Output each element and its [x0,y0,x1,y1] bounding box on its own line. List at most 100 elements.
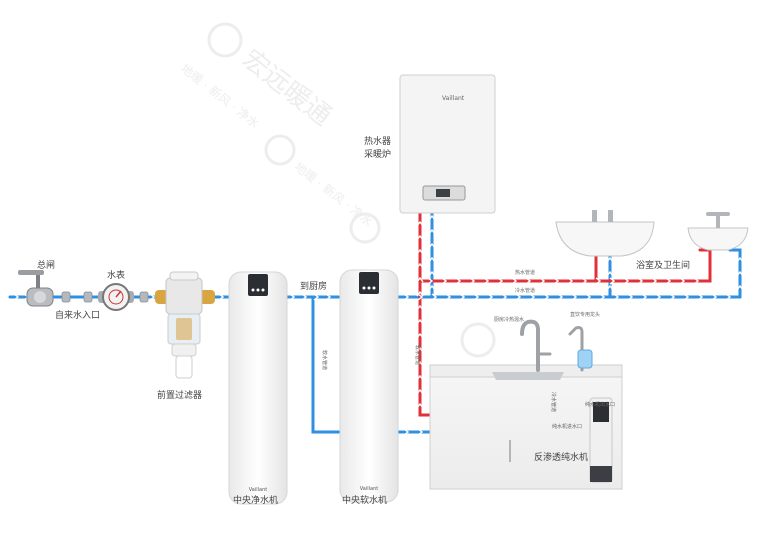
flow-arrow-icon [149,293,156,301]
flow-arrow-icon [403,428,410,436]
label-pure-faucet: 直饮专用龙头 [570,311,600,318]
label-central-purifier: 中央净水机 [233,494,278,505]
flow-arrow-icon [416,220,424,227]
label-central-softener: 中央软水机 [342,494,387,505]
flow-arrow-icon [473,293,480,301]
watermark-logo-icon [207,22,243,58]
flow-arrow-icon [529,293,536,301]
flow-arrow-icon [428,242,436,249]
flow-arrow-icon [416,248,424,255]
watermark-subtext-2: 地暖 · 新风 · 净水 [292,159,376,229]
flow-arrow-icon [416,276,424,283]
flow-arrow-icon [445,293,452,301]
main-valve [18,270,54,307]
flow-arrow-icon [665,277,672,285]
flow-arrow-icon [487,293,494,301]
flow-arrow-icon [416,332,424,339]
flow-arrow-icon [539,277,546,285]
flow-arrow-icon [469,277,476,285]
labels: 总闸 水表 自来水入口 前置过滤器 中央净水机 到厨房 中央软水机 热水器 采暖… [37,135,690,505]
flow-arrow-icon [609,277,616,285]
label-soft-pipe-vertical-2: 软水管道 [414,345,421,365]
flow-arrow-icon [428,270,436,277]
flow-arrow-icon [441,277,448,285]
watermark-logo-icon-4 [460,322,496,358]
label-kitchen-faucet: 厨房冷热混水 [494,316,524,323]
flow-arrow-icon [736,270,744,277]
flow-arrow-icon [416,388,424,395]
flow-arrow-icon [325,293,332,301]
boiler-brand-logo: Vaillant [442,95,465,102]
flow-arrow-icon [637,277,644,285]
flow-arrow-icon [427,277,434,285]
label-bath: 浴室及卫生间 [636,259,690,270]
flow-arrow-icon [218,293,225,301]
pipe-fittings [61,291,149,303]
flow-arrow-icon [683,293,690,301]
flow-arrow-icon [606,284,614,291]
flow-arrow-icon [403,293,410,301]
flow-arrow-icon [416,360,424,367]
flow-arrow-icon [651,277,658,285]
flow-arrow-icon [301,293,308,301]
flow-arrow-icon [417,293,424,301]
flow-arrow-icon [641,293,648,301]
flow-arrow-icon [416,304,424,311]
wash-basin [687,212,749,251]
flow-arrows [13,214,744,436]
flow-arrow-icon [543,293,550,301]
flow-arrow-icon [501,293,508,301]
boiler: Vaillant [399,74,496,214]
label-soft-pipe-vertical: 软水管道 [321,350,328,370]
flow-arrow-icon [483,277,490,285]
flow-arrow-icon [669,293,676,301]
label-boiler-line1: 热水器 [364,135,391,146]
flow-arrow-icon [417,428,424,436]
flow-arrow-icon [553,277,560,285]
flow-arrow-icon [416,346,424,353]
flow-arrow-icon [613,293,620,301]
pre-filter [155,271,215,379]
flow-arrow-icon [416,234,424,241]
flow-arrow-icon [736,256,744,263]
flow-arrow-icon [606,256,614,263]
flow-arrow-icon [428,284,436,291]
flow-arrow-icon [679,277,686,285]
flow-arrow-icon [599,293,606,301]
flow-arrow-icon [515,293,522,301]
flow-arrow-icon [557,293,564,301]
label-water-meter: 水表 [107,269,125,280]
flow-arrow-icon [416,402,424,409]
kitchen-faucet [520,319,552,372]
label-to-kitchen: 到厨房 [300,280,327,291]
flow-arrow-icon [428,214,436,221]
watermark-logo-icon-2 [264,134,296,166]
flow-arrow-icon [581,277,588,285]
flow-arrow-icon [428,228,436,235]
water-bottle [577,349,593,369]
flow-arrow-icon [13,293,20,301]
central-softener: Vaillant [339,269,399,503]
flow-arrow-icon [416,262,424,269]
flow-arrow-icon [428,256,436,263]
flow-arrow-icon [511,277,518,285]
label-ro-outlet: 纯水机出水口 [585,401,615,408]
flow-arrow-icon [655,293,662,301]
central-purifier: Vaillant [228,271,288,505]
label-boiler-line2: 采暖炉 [364,148,391,159]
water-meter [98,283,134,311]
flow-arrow-icon [585,293,592,301]
flow-arrow-icon [525,277,532,285]
flow-arrow-icon [693,277,700,285]
flow-arrow-icon [289,293,296,301]
flow-arrow-icon [623,277,630,285]
flow-arrow-icon [606,270,614,277]
softener-brand-logo: Vaillant [360,486,378,492]
pure-water-faucet [568,326,584,372]
flow-arrow-icon [497,277,504,285]
label-main-valve: 总闸 [37,259,55,270]
flow-arrow-icon [431,293,438,301]
flow-arrow-icon [595,277,602,285]
